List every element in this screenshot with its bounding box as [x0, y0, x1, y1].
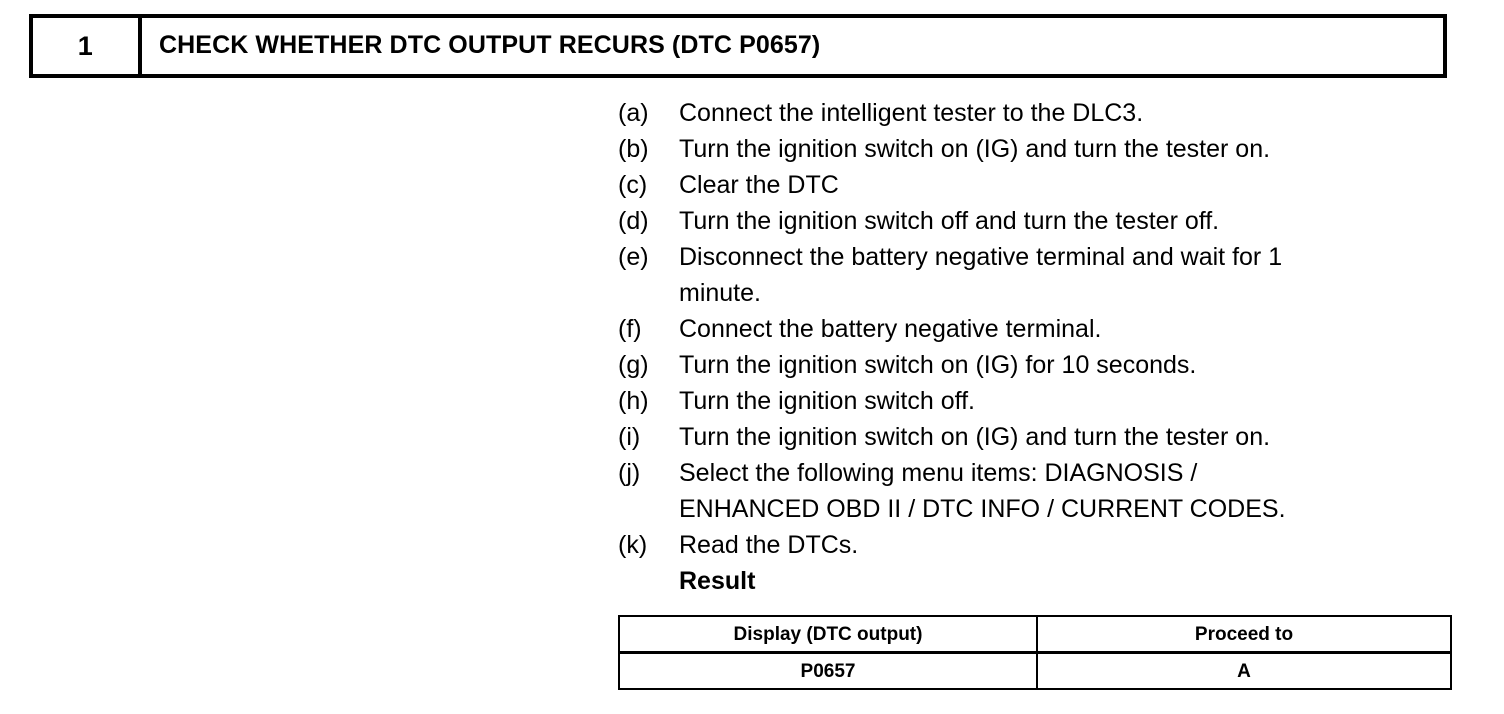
procedure-item-text: Connect the intelligent tester to the DL…	[679, 95, 1448, 131]
procedure-item-text: Disconnect the battery negative terminal…	[679, 239, 1448, 311]
procedure-item-text: Turn the ignition switch on (IG) and tur…	[679, 131, 1448, 167]
procedure-item-a: (a) Connect the intelligent tester to th…	[618, 95, 1448, 131]
table-cell-dtc-code: P0657	[618, 651, 1038, 690]
procedure-item-d: (d) Turn the ignition switch off and tur…	[618, 203, 1448, 239]
step-title-cell: CHECK WHETHER DTC OUTPUT RECURS (DTC P06…	[142, 18, 1443, 74]
procedure-item-line-1: Read the DTCs.	[679, 531, 859, 559]
procedure-item-line-1: Turn the ignition switch on (IG) for 10 …	[679, 351, 1197, 379]
procedure-item-label: (h)	[618, 387, 649, 415]
procedure-item-line-1: Disconnect the battery negative terminal…	[679, 243, 1283, 271]
procedure-item-text: Turn the ignition switch off.	[679, 383, 1448, 419]
procedure-item-e: (e) Disconnect the battery negative term…	[618, 239, 1448, 311]
procedure-item-label: (i)	[618, 423, 641, 451]
procedure-item-h: (h) Turn the ignition switch off.	[618, 383, 1448, 419]
procedure-item-text: Connect the battery negative terminal.	[679, 311, 1448, 347]
procedure-item-label: (c)	[618, 171, 648, 199]
procedure-item-label: (k)	[618, 531, 648, 559]
procedure-item-k: (k) Read the DTCs.	[618, 527, 1448, 563]
procedure-list: (a) Connect the intelligent tester to th…	[618, 95, 1448, 599]
procedure-item-i: (i) Turn the ignition switch on (IG) and…	[618, 419, 1448, 455]
procedure-item-line-1: Connect the battery negative terminal.	[679, 315, 1102, 343]
procedure-item-j: (j) Select the following menu items: DIA…	[618, 455, 1448, 527]
procedure-item-f: (f) Connect the battery negative termina…	[618, 311, 1448, 347]
step-header-bar: 1 CHECK WHETHER DTC OUTPUT RECURS (DTC P…	[29, 14, 1447, 78]
result-table: Display (DTC output) Proceed to P0657 A	[618, 615, 1452, 690]
procedure-item-line-1: Turn the ignition switch on (IG) and tur…	[679, 135, 1271, 163]
table-row: P0657 A	[618, 651, 1452, 690]
procedure-item-text: Read the DTCs.	[679, 527, 1448, 563]
procedure-item-label: (b)	[618, 135, 649, 163]
table-header-display: Display (DTC output)	[618, 615, 1038, 654]
procedure-item-line-2: minute.	[679, 279, 761, 307]
procedure-item-line-1: Turn the ignition switch off and turn th…	[679, 207, 1220, 235]
procedure-item-line-1: Select the following menu items: DIAGNOS…	[679, 459, 1198, 487]
procedure-item-line-1: Turn the ignition switch on (IG) and tur…	[679, 423, 1271, 451]
procedure-item-line-2: ENHANCED OBD II / DTC INFO / CURRENT COD…	[679, 495, 1286, 523]
procedure-item-text: Clear the DTC	[679, 167, 1448, 203]
procedure-item-line-1: Turn the ignition switch off.	[679, 387, 975, 415]
procedure-item-text: Turn the ignition switch off and turn th…	[679, 203, 1448, 239]
procedure-item-label: (d)	[618, 207, 649, 235]
procedure-item-b: (b) Turn the ignition switch on (IG) and…	[618, 131, 1448, 167]
procedure-item-text: Turn the ignition switch on (IG) for 10 …	[679, 347, 1448, 383]
result-heading: Result	[679, 567, 756, 595]
table-header-row: Display (DTC output) Proceed to	[618, 615, 1452, 654]
table-cell-proceed-to: A	[1036, 651, 1452, 690]
procedure-item-c: (c) Clear the DTC	[618, 167, 1448, 203]
procedure-item-g: (g) Turn the ignition switch on (IG) for…	[618, 347, 1448, 383]
procedure-item-label: (f)	[618, 315, 642, 343]
procedure-item-text: Select the following menu items: DIAGNOS…	[679, 455, 1448, 527]
procedure-item-line-1: Connect the intelligent tester to the DL…	[679, 99, 1144, 127]
step-number-cell: 1	[33, 18, 142, 74]
procedure-item-text: Turn the ignition switch on (IG) and tur…	[679, 419, 1448, 455]
procedure-item-line-1: Clear the DTC	[679, 171, 839, 199]
table-header-proceed-to: Proceed to	[1036, 615, 1452, 654]
procedure-item-label: (j)	[618, 459, 641, 487]
result-table-wrapper: Display (DTC output) Proceed to P0657 A	[618, 615, 1452, 690]
procedure-item-label: (a)	[618, 99, 649, 127]
procedure-item-label: (g)	[618, 351, 649, 379]
procedure-item-label: (e)	[618, 243, 649, 271]
step-number: 1	[77, 30, 94, 61]
step-title: CHECK WHETHER DTC OUTPUT RECURS (DTC P06…	[159, 31, 821, 60]
